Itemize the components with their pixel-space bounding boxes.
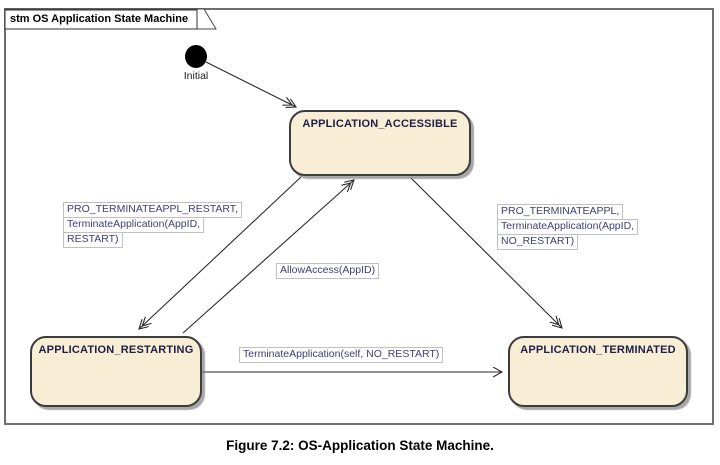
transition-initial-to-accessible [205,61,296,107]
transition-restarting-to-accessible [182,180,354,334]
label-accessible-to-restarting: PRO_TERMINATEAPPL_RESTART, TerminateAppl… [63,202,242,248]
label-restarting-to-terminated: TerminateApplication(self, NO_RESTART) [239,347,444,363]
transition-accessible-to-restarting [139,176,302,329]
transition-action: TerminateApplication(AppID, [63,217,205,233]
transition-action-cont: NO_RESTART) [497,234,579,250]
diagram-frame [4,8,714,425]
state-name: APPLICATION_TERMINATED [520,344,676,356]
label-accessible-to-terminated: PRO_TERMINATEAPPL, TerminateApplication(… [497,204,639,250]
state-name: APPLICATION_RESTARTING [38,344,194,356]
transition-trigger: PRO_TERMINATEAPPL, [497,204,624,220]
state-application-terminated: APPLICATION_TERMINATED [508,336,688,407]
transition-trigger: TerminateApplication(self, NO_RESTART) [239,347,444,363]
transition-action: TerminateApplication(AppID, [497,219,639,235]
transition-trigger: AllowAccess(AppID) [276,263,380,279]
initial-state-node [185,45,207,68]
transition-action-cont: RESTART) [63,232,123,248]
transition-trigger: PRO_TERMINATEAPPL_RESTART, [63,202,242,218]
frame-tab-shape [4,8,217,30]
state-application-accessible: APPLICATION_ACCESSIBLE [289,110,471,176]
state-name: APPLICATION_ACCESSIBLE [302,118,458,130]
initial-state-label: Initial [183,70,209,82]
label-restarting-to-accessible: AllowAccess(AppID) [276,263,380,279]
state-application-restarting: APPLICATION_RESTARTING [30,336,202,407]
frame-title: stm OS Application State Machine [10,13,189,25]
figure-caption: Figure 7.2: OS-Application State Machine… [226,438,494,453]
transition-accessible-to-terminated [410,177,562,328]
